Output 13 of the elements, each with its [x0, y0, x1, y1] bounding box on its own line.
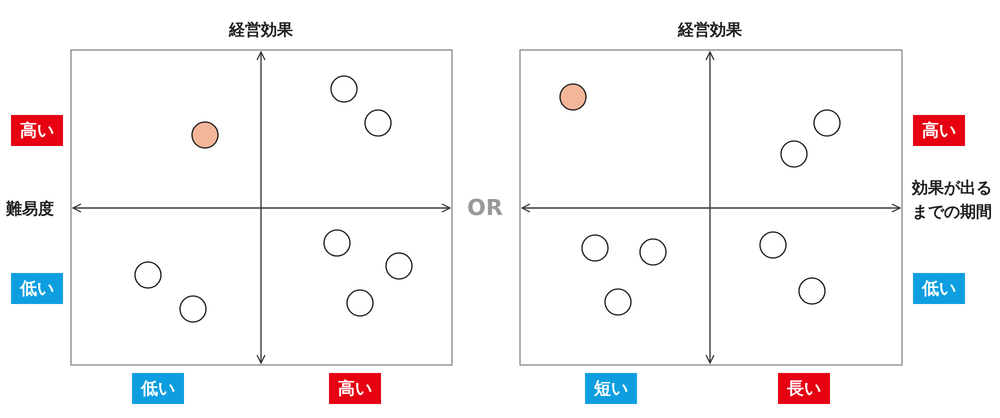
axis-title: 経営効果: [228, 19, 294, 41]
axis-title: 経営効果: [676, 19, 743, 41]
level-label: 高い: [329, 373, 381, 404]
level-label: 低い: [11, 273, 63, 304]
axis-title: 効果が出るまでの期間: [912, 177, 993, 223]
level-label: 長い: [778, 373, 830, 404]
level-label: 短い: [585, 373, 637, 404]
level-label: 高い: [11, 115, 63, 146]
level-label: 低い: [913, 273, 965, 304]
or-text: OR: [466, 195, 504, 223]
level-label: 低い: [132, 373, 184, 404]
axis-title: 難易度: [6, 198, 55, 220]
level-label: 高い: [913, 115, 965, 146]
